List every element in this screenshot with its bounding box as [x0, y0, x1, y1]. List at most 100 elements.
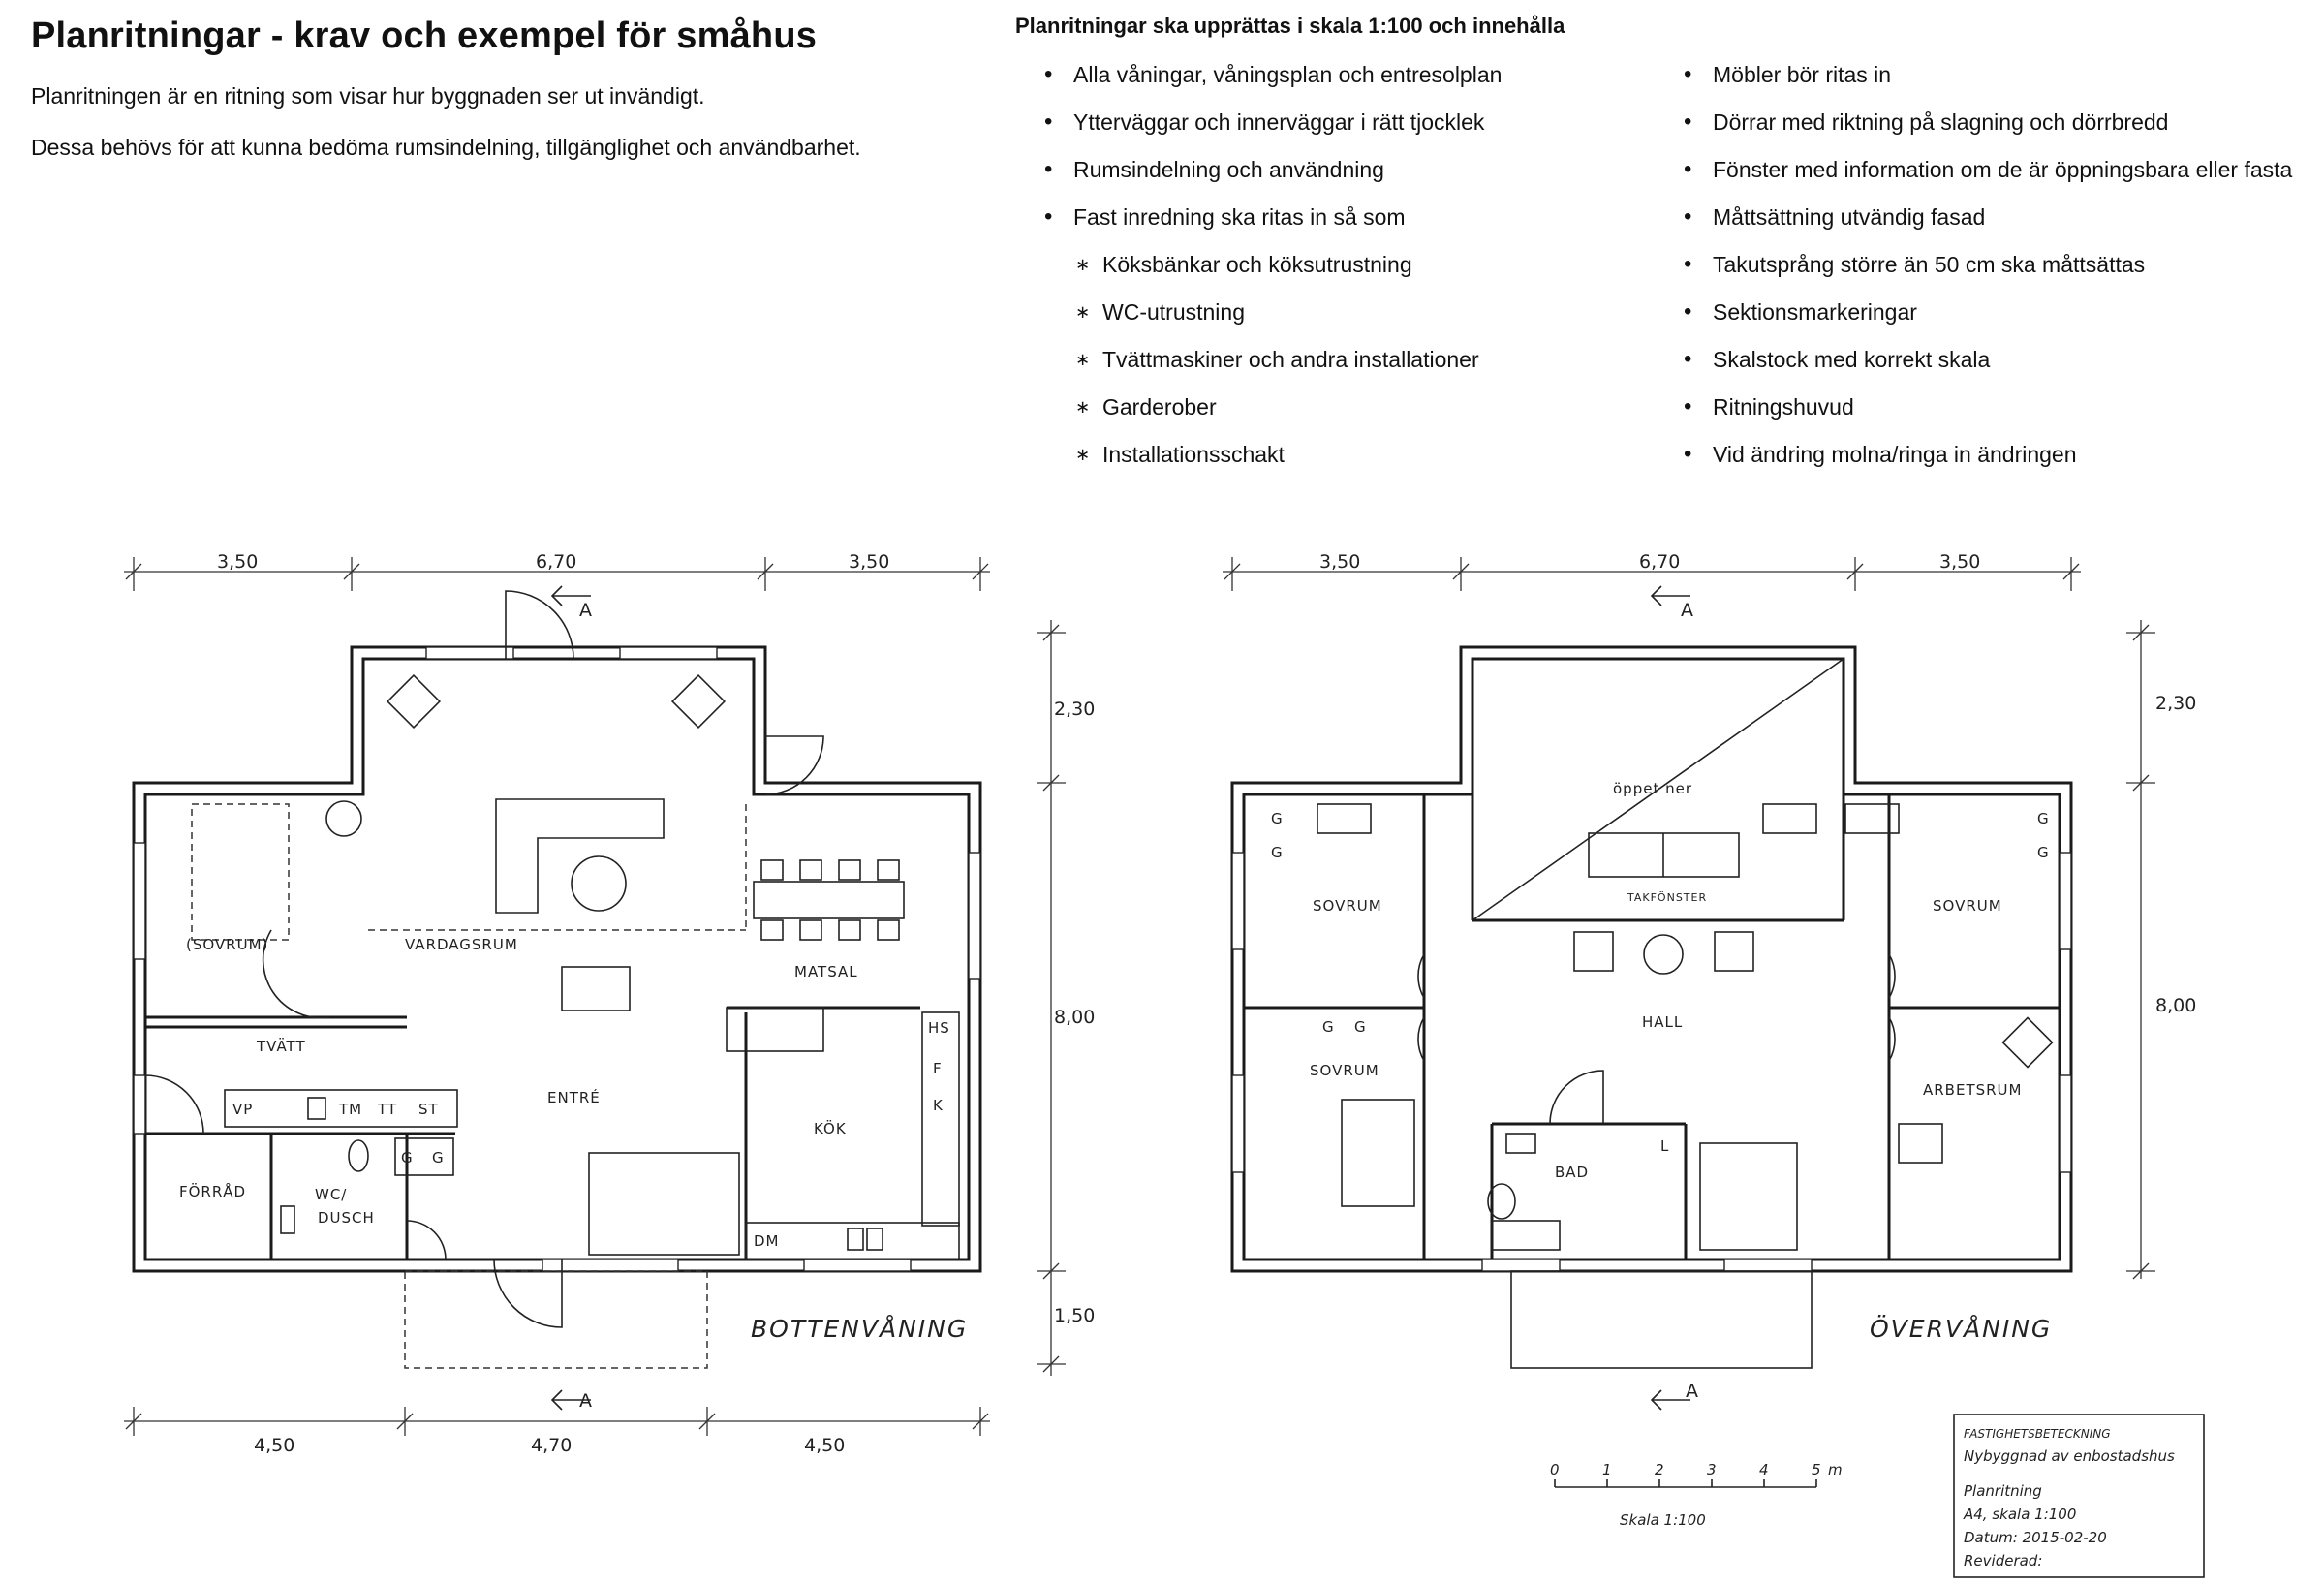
upper-dim-right: 2,30 8,00	[2126, 620, 2196, 1280]
fixture-label: TT	[377, 1101, 397, 1118]
upper-interior-walls	[1244, 658, 2060, 1259]
scale-bar: 0 1 2 3 4 5 m Skala 1:100	[1550, 1461, 1843, 1529]
document-header: Planritningar - krav och exempel för små…	[31, 16, 980, 185]
intro-text-1: Planritningen är en ritning som visar hu…	[31, 83, 705, 109]
upper-section-mark: A A	[1650, 585, 1698, 1411]
roof-overhang-outline	[1510, 1270, 1813, 1369]
dim-label: 8,00	[1054, 1007, 1095, 1028]
room-label: TAKFÖNSTER	[1627, 891, 1707, 904]
dim-label: 3,50	[1939, 551, 1980, 573]
requirement-item: Alla våningar, våningsplan och entresolp…	[1044, 58, 1502, 106]
ground-section-mark: A A	[550, 585, 592, 1412]
ground-interior-walls	[145, 804, 920, 1259]
ground-dim-right: 2,30 8,00 1,50	[1037, 620, 1095, 1376]
fixture-label: G	[1354, 1018, 1367, 1036]
requirement-item: Möbler bör ritas in	[1684, 58, 2292, 106]
scale-tick: 3	[1707, 1461, 1717, 1478]
upper-floor-plan: 3,50 6,70 3,50 2,30 8,00	[1223, 551, 2196, 1411]
dim-label: 4,50	[804, 1435, 845, 1456]
scale-unit: m	[1828, 1461, 1843, 1478]
room-label: TVÄTT	[256, 1037, 306, 1055]
fixture-label: F	[933, 1060, 943, 1077]
fixture-label: G	[2037, 810, 2050, 827]
title-block-line: Reviderad:	[1964, 1552, 2042, 1570]
fixture-label: G	[1322, 1018, 1335, 1036]
ground-kitchen	[224, 1011, 960, 1260]
ground-room-labels: (SOVRUM) VARDAGSRUM MATSAL TVÄTT ENTRÉ K…	[179, 936, 950, 1250]
fixture-label: G	[432, 1149, 445, 1166]
upper-furniture	[1317, 803, 2054, 1251]
room-label: DUSCH	[318, 1209, 375, 1227]
dim-label: 4,50	[254, 1435, 294, 1456]
dim-label: 2,30	[2155, 693, 2196, 714]
fixture-label: G	[401, 1149, 414, 1166]
fixture-label: G	[2037, 844, 2050, 861]
ground-dim-bottom: 4,50 4,70 4,50	[124, 1407, 990, 1456]
dim-label: 3,50	[217, 551, 258, 573]
room-label: öppet ner	[1613, 780, 1692, 797]
room-label: KÖK	[814, 1119, 847, 1137]
ground-doors	[144, 590, 824, 1328]
room-label: WC/	[315, 1186, 347, 1203]
requirement-item: Måttsättning utvändig fasad	[1684, 201, 2292, 248]
dim-label: 8,00	[2155, 995, 2196, 1016]
title-block-line: Planritning	[1964, 1482, 2042, 1500]
section-label: A	[1681, 600, 1693, 621]
room-label: SOVRUM	[1933, 897, 2002, 915]
dim-label: 3,50	[1319, 551, 1360, 573]
requirements-heading: Planritningar ska upprättas i skala 1:10…	[1015, 14, 1565, 38]
requirement-subitem: Installationsschakt	[1044, 438, 1502, 485]
fixture-label: VP	[232, 1101, 253, 1118]
requirement-item: Ytterväggar och innerväggar i rätt tjock…	[1044, 106, 1502, 153]
ground-outer-walls	[132, 645, 982, 1273]
requirement-item: Rumsindelning och användning	[1044, 153, 1502, 201]
ground-furniture	[191, 673, 905, 1256]
room-label: ARBETSRUM	[1923, 1081, 2022, 1099]
scale-tick: 4	[1759, 1461, 1769, 1478]
requirement-subitem: Garderober	[1044, 390, 1502, 438]
requirement-item: Fast inredning ska ritas in så som	[1044, 201, 1502, 248]
requirement-item: Ritningshuvud	[1684, 390, 2292, 438]
requirement-item: Sektionsmarkeringar	[1684, 295, 2292, 343]
ground-dim-top: 3,50 6,70 3,50	[124, 551, 990, 591]
scale-tick: 1	[1602, 1461, 1612, 1478]
dim-label: 6,70	[1639, 551, 1680, 573]
scale-tick: 5	[1812, 1461, 1821, 1478]
requirement-subitem: Köksbänkar och köksutrustning	[1044, 248, 1502, 295]
section-label: A	[579, 600, 592, 621]
room-label: MATSAL	[794, 963, 858, 980]
dim-label: 4,70	[531, 1435, 572, 1456]
dim-label: 6,70	[536, 551, 576, 573]
intro-text-2: Dessa behövs för att kunna bedöma rumsin…	[31, 134, 861, 160]
dim-label: 3,50	[849, 551, 889, 573]
room-label: HALL	[1642, 1013, 1683, 1031]
upper-doors	[1417, 953, 1896, 1125]
room-label: SOVRUM	[1313, 897, 1382, 915]
requirements-list-left: Alla våningar, våningsplan och entresolp…	[1044, 58, 1502, 485]
page-title: Planritningar - krav och exempel för små…	[31, 16, 818, 56]
title-block: FASTIGHETSBETECKNING Nybyggnad av enbost…	[1953, 1414, 2205, 1578]
ground-floor-plan: 3,50 6,70 3,50 2,30 8,00 1,50	[124, 551, 1095, 1456]
section-label: A	[1686, 1381, 1698, 1402]
scale-label: Skala 1:100	[1620, 1511, 1706, 1529]
requirement-subitem: Tvättmaskiner och andra installationer	[1044, 343, 1502, 390]
fixture-label: HS	[928, 1019, 950, 1037]
section-label: A	[579, 1390, 592, 1412]
room-label: BAD	[1555, 1164, 1589, 1181]
title-block-line: FASTIGHETSBETECKNING	[1964, 1427, 2111, 1441]
upper-dim-top: 3,50 6,70 3,50	[1223, 551, 2081, 591]
fixture-label: TM	[338, 1101, 362, 1118]
dim-label: 2,30	[1054, 699, 1095, 720]
room-label: FÖRRÅD	[179, 1182, 246, 1200]
requirement-item: Fönster med information om de är öppning…	[1684, 153, 2292, 201]
scale-tick: 2	[1655, 1461, 1664, 1478]
room-label: (SOVRUM)	[186, 936, 268, 953]
fixture-label: K	[933, 1097, 944, 1114]
title-block-line: Nybyggnad av enbostadshus	[1964, 1447, 2175, 1465]
requirements-list-right: Möbler bör ritas in Dörrar med riktning …	[1684, 58, 2292, 485]
title-block-line: Datum: 2015-02-20	[1964, 1529, 2107, 1546]
room-label: VARDAGSRUM	[405, 936, 518, 953]
fixture-label: G	[1271, 844, 1284, 861]
requirement-item: Dörrar med riktning på slagning och dörr…	[1684, 106, 2292, 153]
